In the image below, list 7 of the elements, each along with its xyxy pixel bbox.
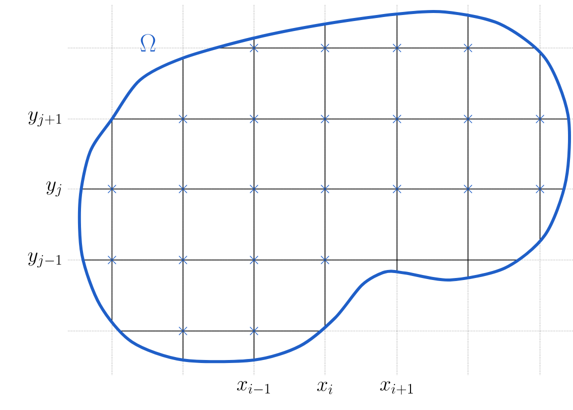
axis-label: $x_{i+1}$ <box>380 381 413 395</box>
axis-label: $y_{j-1}$ <box>28 252 62 268</box>
axis-label: $y_{j+1}$ <box>28 111 62 127</box>
axis-label: $y_j$ <box>46 181 62 197</box>
axis-label: $x_i$ <box>317 382 332 394</box>
axis-label: $x_{i-1}$ <box>237 381 270 394</box>
domain-label: $\Omega$ <box>140 34 156 52</box>
